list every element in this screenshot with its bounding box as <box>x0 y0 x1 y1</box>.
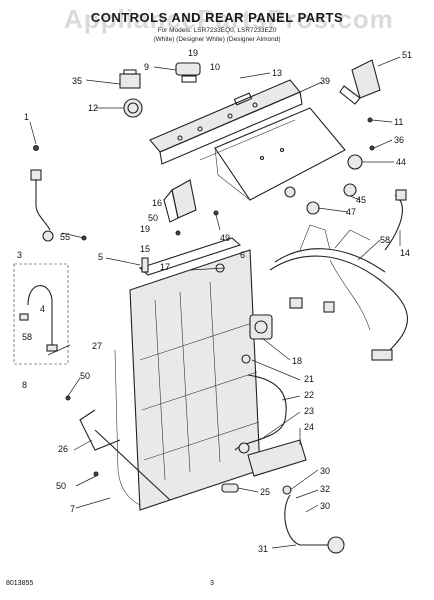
callout-45: 45 <box>356 195 366 205</box>
callout-30-bottom: 30 <box>320 501 330 511</box>
callout-50-top: 50 <box>148 213 158 223</box>
page-number: 3 <box>210 580 214 587</box>
callout-labels: 1 3 4 5 6 7 8 9 10 11 12 13 14 15 16 17 … <box>17 48 412 554</box>
wire-harness <box>269 189 408 361</box>
model-subtitle: For Models: LSR7233EQ0, LSR7233EZ0 <box>157 27 277 34</box>
callout-39: 39 <box>320 76 330 86</box>
callout-6: 6 <box>240 250 245 260</box>
callout-1: 1 <box>24 112 29 122</box>
mounting-bracket <box>163 179 197 223</box>
callout-35: 35 <box>72 76 82 86</box>
color-subtitle: (White) (Designer White) (Designer Almon… <box>153 36 281 43</box>
callout-27: 27 <box>92 341 102 351</box>
callout-44: 44 <box>396 157 406 167</box>
drain-pump <box>234 354 307 477</box>
callout-5: 5 <box>98 252 103 262</box>
callout-50-middle: 50 <box>80 371 90 381</box>
document-code: 8013855 <box>6 580 34 587</box>
callout-25: 25 <box>260 487 270 497</box>
inlet-hose <box>30 169 54 242</box>
callout-13: 13 <box>272 68 282 78</box>
callout-49: 49 <box>220 233 230 243</box>
callout-58-kit: 58 <box>22 332 32 342</box>
callout-11: 11 <box>394 117 403 127</box>
callout-4: 4 <box>40 304 45 314</box>
callout-55: 55 <box>60 232 70 242</box>
timer-knob <box>123 98 143 118</box>
rear-console-cover <box>199 107 346 201</box>
callout-7: 7 <box>70 504 75 514</box>
hose-clamp <box>221 483 239 493</box>
callout-36: 36 <box>394 135 404 145</box>
callout-50-bottom: 50 <box>56 481 66 491</box>
callout-51: 51 <box>402 50 412 60</box>
callout-16: 16 <box>152 198 162 208</box>
top-hinge-bar <box>138 237 242 276</box>
timer-switch <box>119 69 141 89</box>
callout-24: 24 <box>304 422 314 432</box>
leader-lines <box>29 56 401 549</box>
end-cap-bracket <box>339 59 381 105</box>
callout-26: 26 <box>58 444 68 454</box>
pump-hose <box>282 485 345 554</box>
callout-32: 32 <box>320 484 330 494</box>
callout-17: 17 <box>160 262 170 272</box>
selector-knobs <box>284 154 363 215</box>
selector-switch <box>175 62 201 83</box>
callout-9: 9 <box>144 62 149 72</box>
drain-hose <box>79 349 171 506</box>
callout-19-top: 19 <box>188 48 198 58</box>
drain-hose-kit <box>13 263 69 365</box>
callout-30-top: 30 <box>320 466 330 476</box>
page-title: CONTROLS AND REAR PANEL PARTS <box>90 10 344 25</box>
callout-22: 22 <box>304 390 314 400</box>
callout-58-harness: 58 <box>380 235 390 245</box>
callout-10: 10 <box>210 62 220 72</box>
callout-14: 14 <box>400 248 410 258</box>
callout-21: 21 <box>304 374 314 384</box>
rear-panel <box>129 249 261 511</box>
callout-23: 23 <box>304 406 314 416</box>
callout-19-lower: 19 <box>140 224 150 234</box>
console-panel <box>149 79 303 165</box>
callout-47: 47 <box>346 207 356 217</box>
callout-15: 15 <box>140 244 150 254</box>
callout-3: 3 <box>17 250 22 260</box>
callout-12: 12 <box>88 103 98 113</box>
callout-31: 31 <box>258 544 268 554</box>
callout-8: 8 <box>22 380 27 390</box>
callout-18: 18 <box>292 356 302 366</box>
water-valve <box>249 314 273 340</box>
